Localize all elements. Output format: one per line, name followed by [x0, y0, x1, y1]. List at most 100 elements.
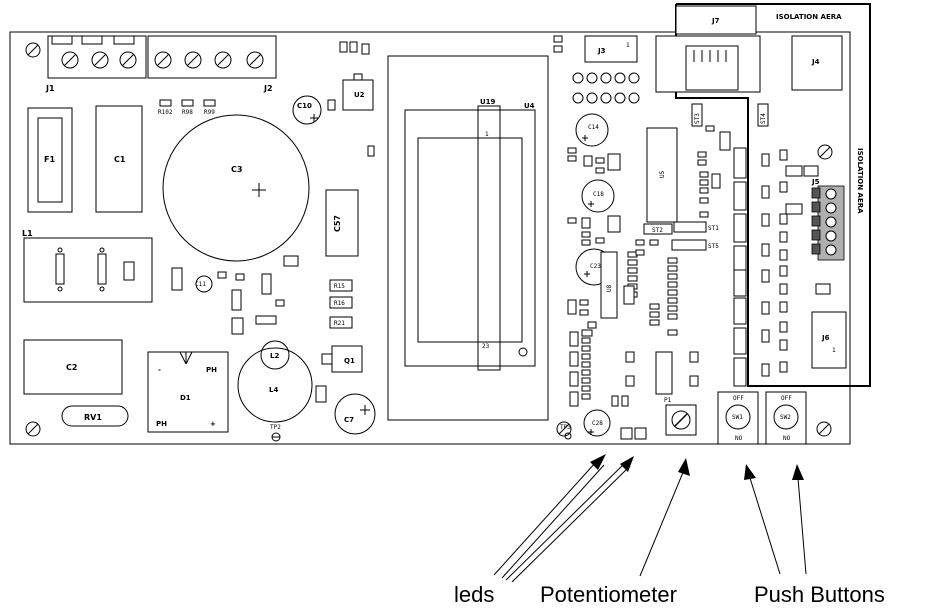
led-1 — [620, 427, 633, 440]
l2-label: L2 — [270, 352, 279, 360]
r21-label: R21 — [334, 320, 345, 327]
inductor-l4 — [237, 340, 313, 423]
r102-label: R102 — [158, 109, 173, 116]
test-point-row-lower — [572, 92, 640, 104]
resistor-r16 — [329, 296, 353, 309]
component-st2 — [643, 223, 673, 235]
push-button-sw1 — [717, 391, 759, 445]
varistor-rv1 — [61, 405, 129, 427]
small-parts-middle-left — [171, 255, 299, 335]
mounting-hole-top-left — [25, 42, 41, 58]
st1-label: ST1 — [708, 225, 719, 232]
st2-label: ST2 — [652, 227, 663, 234]
potentiometer-p1 — [665, 404, 697, 436]
p1-label: P1 — [664, 397, 672, 404]
resistor-array-lower-left — [569, 331, 591, 407]
sw1-off-label: OFF — [733, 395, 744, 402]
test-point-tp2 — [271, 432, 281, 442]
small-parts-near-u5 — [567, 125, 731, 316]
q1-label: Q1 — [344, 357, 355, 365]
component-st1 — [673, 221, 707, 233]
sw1-label: SW1 — [732, 414, 743, 421]
isolation-area-outline — [675, 3, 871, 387]
d1-label: D1 — [180, 394, 191, 402]
sw2-label: SW2 — [780, 414, 791, 421]
callout-arrow-potentiometer — [639, 458, 690, 577]
small-parts-top — [327, 41, 375, 157]
mounting-hole-bottom-right — [816, 421, 832, 437]
r98-label: R98 — [182, 109, 193, 116]
st3-label: ST3 — [694, 113, 701, 124]
j4-label: J4 — [811, 58, 820, 66]
callout-arrows-push-buttons — [744, 464, 807, 575]
resistor-column-isolation — [761, 149, 831, 377]
transformer-pin-marker — [518, 347, 528, 357]
j2-label: J2 — [263, 84, 273, 93]
mounting-hole-center-bottom — [556, 421, 572, 437]
pcb-board-outline — [9, 31, 851, 445]
mounting-hole-bottom-left — [25, 421, 41, 437]
d1-ph-top: PH — [206, 366, 217, 374]
j3-label: J3 — [597, 47, 606, 55]
resistor-r15 — [329, 279, 353, 292]
st5-label: ST5 — [708, 243, 719, 250]
callout-leds: leds — [454, 582, 494, 607]
isolation-area-side-label: ISOLATION AERA — [856, 148, 864, 214]
u19-label: U19 — [480, 98, 496, 106]
c28-label: C28 — [592, 420, 603, 427]
c10-label: C10 — [297, 102, 312, 110]
capacitor-c18 — [581, 179, 615, 213]
callout-push-buttons: Push Buttons — [754, 582, 885, 607]
capacitor-c10 — [292, 95, 322, 125]
small-parts-lower-center — [611, 351, 699, 407]
tp3-label: TP3 — [560, 424, 571, 431]
u19-pin1: 1 — [485, 131, 489, 138]
u8-label: U8 — [606, 284, 613, 292]
u4-label: U4 — [524, 102, 535, 110]
transformer-window — [417, 137, 523, 343]
connector-j6 — [811, 311, 847, 369]
tp2-label: TP2 — [270, 424, 281, 431]
d1-ph-bottom: PH — [156, 420, 167, 428]
r99-label: R99 — [204, 109, 215, 116]
transformer-core — [404, 109, 536, 367]
component-st4 — [757, 103, 769, 127]
component-st3 — [691, 103, 703, 127]
connector-j7 — [655, 5, 761, 93]
j1-label: J1 — [45, 84, 55, 93]
capacitor-c28 — [583, 409, 611, 437]
component-st5 — [671, 239, 707, 251]
resistor-r21 — [329, 316, 353, 329]
capacitor-c3 — [162, 114, 310, 262]
ic-u17 — [655, 351, 673, 395]
capacitor-c14 — [575, 113, 609, 147]
test-point-tp3 — [564, 432, 572, 440]
capacitor-c57 — [325, 189, 359, 257]
callout-potentiometer: Potentiometer — [540, 582, 677, 607]
push-button-sw2 — [765, 391, 807, 445]
j6-label: J6 — [821, 334, 830, 342]
l4-label: L4 — [269, 386, 278, 394]
rv1-label: RV1 — [84, 413, 102, 422]
sw1-no-label: NO — [735, 435, 743, 442]
connector-j3 — [584, 35, 638, 63]
inductor-l1 — [23, 237, 153, 303]
regulator-u2 — [342, 73, 374, 111]
c2-label: C2 — [66, 363, 77, 372]
capacitor-c2 — [23, 339, 123, 395]
isolation-area-top-label: ISOLATION AERA — [776, 13, 842, 21]
c18-label: C18 — [593, 191, 604, 198]
test-point-row-upper — [572, 72, 640, 84]
capacitor-c1 — [95, 105, 143, 213]
u19-pin23: 23 — [482, 343, 490, 350]
f1-label: F1 — [44, 155, 55, 164]
capacitor-c7 — [334, 393, 376, 435]
d1-plus: + — [210, 420, 216, 428]
optocoupler-column — [733, 147, 747, 387]
fuse-f1 — [27, 107, 73, 213]
diode-d6 — [315, 385, 327, 403]
small-parts-top-center — [553, 35, 563, 53]
bridge-rectifier-d1 — [147, 351, 229, 433]
terminal-block-j5 — [811, 185, 845, 261]
